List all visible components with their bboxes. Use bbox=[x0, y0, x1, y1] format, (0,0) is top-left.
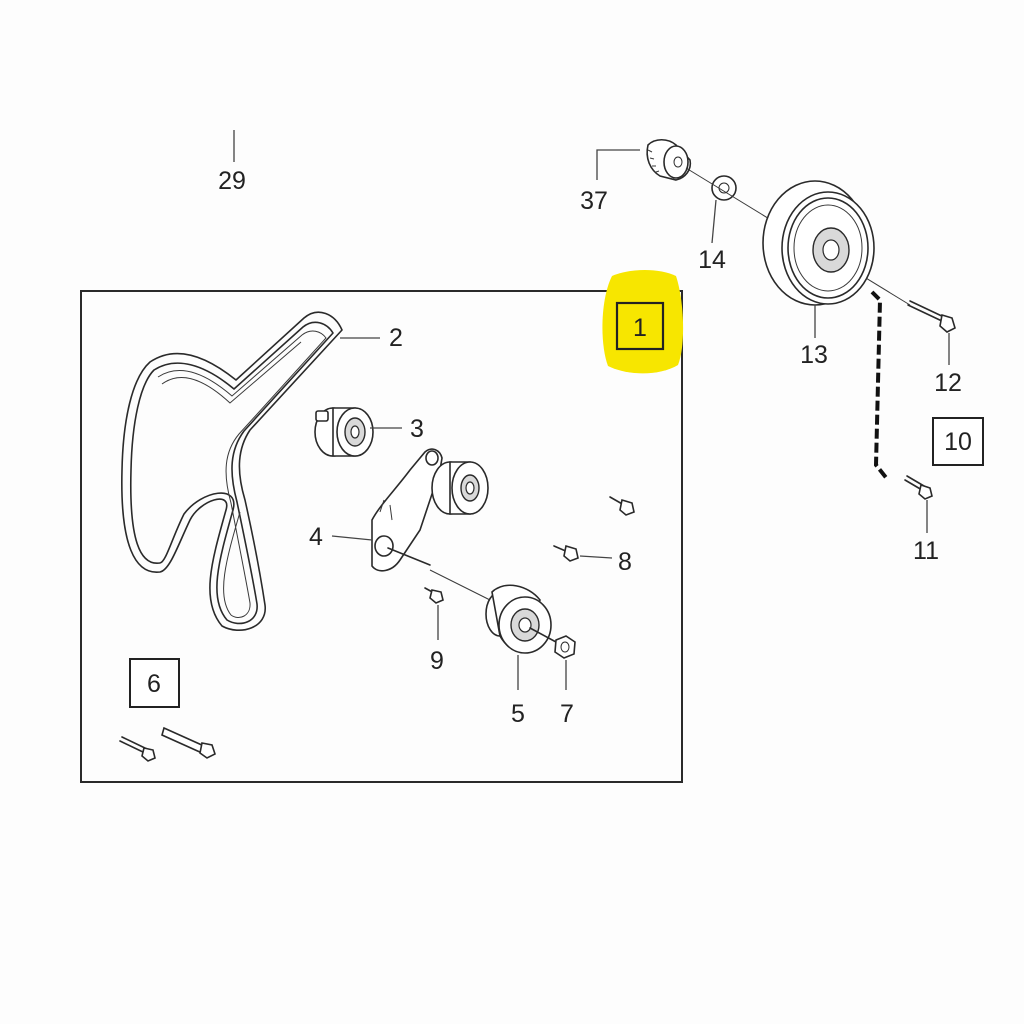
callout-5[interactable]: 5 bbox=[511, 700, 525, 728]
crank-sprocket bbox=[646, 138, 692, 181]
drive-belt bbox=[121, 311, 343, 631]
callout-4[interactable]: 4 bbox=[309, 523, 323, 551]
callout-10-label: 10 bbox=[944, 428, 972, 456]
callout-37[interactable]: 37 bbox=[580, 187, 608, 215]
callout-9[interactable]: 9 bbox=[430, 647, 444, 675]
kit-frame bbox=[80, 290, 683, 783]
bolt-12 bbox=[907, 300, 956, 333]
callout-2[interactable]: 2 bbox=[389, 324, 403, 352]
callout-29[interactable]: 29 bbox=[218, 167, 246, 195]
nut-7 bbox=[554, 635, 576, 659]
callout-3[interactable]: 3 bbox=[410, 415, 424, 443]
tensioner-bracket bbox=[371, 448, 489, 572]
callout-13[interactable]: 13 bbox=[800, 341, 828, 369]
assembly-axis-5 bbox=[429, 569, 501, 606]
reference-line-10 bbox=[870, 290, 890, 482]
callout-box-1 bbox=[615, 301, 665, 351]
callout-10[interactable]: 10 bbox=[932, 417, 984, 466]
bolt-9 bbox=[424, 587, 444, 604]
callout-7[interactable]: 7 bbox=[560, 700, 574, 728]
callout-6[interactable]: 6 bbox=[129, 658, 180, 708]
callout-box-6 bbox=[129, 658, 180, 708]
bolt-6-long bbox=[161, 726, 216, 759]
callout-8[interactable]: 8 bbox=[618, 548, 632, 576]
idler-pulley bbox=[314, 407, 374, 457]
leader-lines bbox=[233, 130, 950, 690]
kit-callout-1[interactable]: 1 bbox=[602, 270, 684, 374]
callout-box-10 bbox=[932, 417, 984, 466]
callout-12[interactable]: 12 bbox=[934, 369, 962, 397]
crank-pulley bbox=[762, 180, 875, 306]
tensioner-pulley bbox=[485, 584, 557, 654]
callout-1-label: 1 bbox=[633, 314, 647, 342]
bolt-11 bbox=[904, 475, 933, 500]
bolt-8-upper bbox=[609, 496, 635, 516]
bolt-6-short bbox=[119, 736, 156, 762]
callout-11[interactable]: 11 bbox=[913, 537, 939, 565]
bolt-8-lower bbox=[553, 544, 579, 562]
callout-14[interactable]: 14 bbox=[698, 246, 726, 274]
callout-6-label: 6 bbox=[147, 670, 161, 698]
